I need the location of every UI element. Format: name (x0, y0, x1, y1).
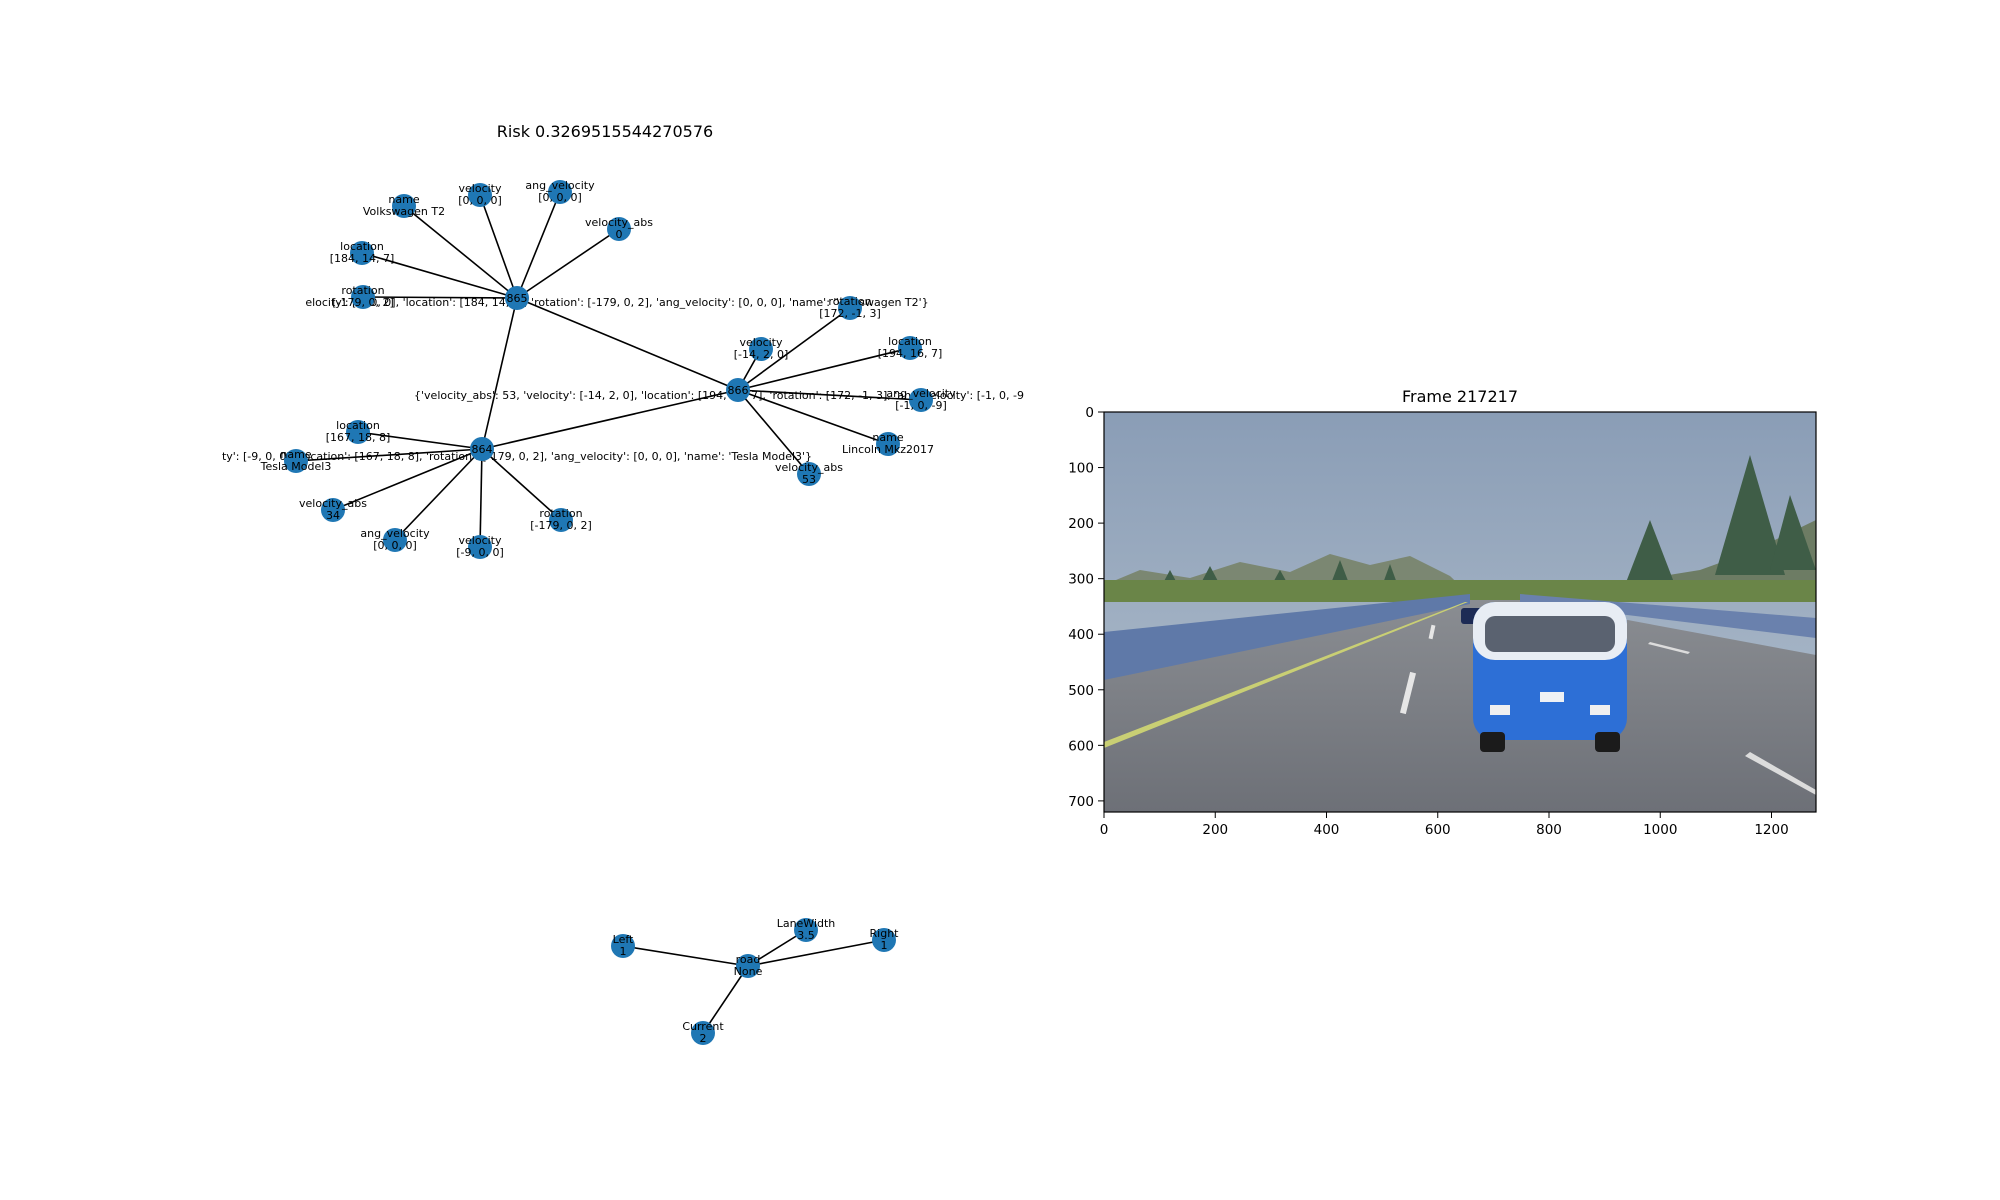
scene-graph-edge (361, 252, 518, 299)
scene-graph-node-label: 866 (728, 384, 749, 397)
frame-x-tick-label: 0 (1100, 822, 1109, 838)
scene-graph-node (321, 498, 345, 522)
road-graph-node (736, 954, 760, 978)
scene-graph-node (392, 194, 416, 218)
scene-graph-node (726, 378, 750, 402)
camera-image (1104, 412, 1816, 812)
scene-graph-edge (737, 389, 922, 401)
scene-graph-edge (737, 389, 810, 475)
scene-graph-node-label: location[167, 18, 8] (326, 419, 391, 444)
frame-x-tick-label: 400 (1314, 822, 1340, 838)
scene-graph-node (468, 535, 492, 559)
road-graph-edge (702, 965, 749, 1034)
scene-graph-edge (357, 431, 483, 450)
scene-graph-edge (362, 296, 518, 299)
scene-graph-node (749, 337, 773, 361)
scene-graph-edge (516, 228, 620, 299)
scene-graph-node (548, 180, 572, 204)
scene-graph-node (284, 449, 308, 473)
road-graph-edge (747, 939, 885, 967)
scene-graph-edge-label: {'velocity_abs': 53, 'velocity': [-14, 2… (414, 389, 1024, 402)
scene-graph-edge (481, 297, 518, 450)
scene-graph-edge (332, 448, 483, 511)
scene-graph-node (876, 432, 900, 456)
scene-graph-node (898, 336, 922, 360)
scene-graph-node (838, 296, 862, 320)
frame-title: Frame 217217 (1402, 387, 1518, 406)
scene-graph-node-label: velocity[0, 0, 0] (458, 182, 502, 207)
scene-graph-node (346, 420, 370, 444)
scene-graph-node (505, 286, 529, 310)
scene-graph-node (607, 217, 631, 241)
road-graph-node (794, 918, 818, 942)
risk-title: Risk 0.3269515544270576 (497, 122, 713, 141)
frame-y-tick-label: 300 (1068, 572, 1094, 588)
scene-graph-node-label: ang_velocity[-1, 0, -9] (886, 387, 956, 412)
scene-graph-node-label: location[184, 14, 7] (330, 240, 395, 265)
scene-graph-node (470, 437, 494, 461)
scene-graph-edge (481, 448, 562, 521)
road-graph-node (872, 928, 896, 952)
scene-graph-edge (737, 389, 889, 445)
scene-graph-node-label: 865 (507, 292, 528, 305)
frame-y-tick-label: 700 (1068, 794, 1094, 810)
scene-graph-edge (479, 194, 518, 299)
scene-graph-node-label: rotation[172, -1, 3] (819, 295, 881, 320)
scene-graph-node-label: rotation[-179, 0, 2] (530, 507, 592, 532)
frame-x-tick-label: 1000 (1643, 822, 1677, 838)
scene-graph-edge (479, 448, 483, 548)
frame-y-tick-label: 100 (1068, 461, 1094, 477)
scene-graph-node-label: velocity[-14, 2, 0] (734, 336, 789, 361)
frame-y-tick-label: 200 (1068, 516, 1094, 532)
frame-y-tick-label: 400 (1068, 627, 1094, 643)
scene-graph-node (468, 183, 492, 207)
scene-graph-edge (295, 448, 483, 462)
frame-y-tick-label: 500 (1068, 683, 1094, 699)
scene-graph-node (350, 241, 374, 265)
frame-y-tick-label: 600 (1068, 738, 1094, 754)
scene-graph-edge (394, 448, 483, 541)
scene-graph-node-label: 864 (472, 443, 493, 456)
road-graph-node (611, 934, 635, 958)
scene-graph-edge (737, 347, 911, 391)
frame-x-tick-label: 1200 (1754, 822, 1788, 838)
road-graph-node (691, 1021, 715, 1045)
scene-graph-node (909, 388, 933, 412)
frame-x-tick-label: 600 (1425, 822, 1451, 838)
scene-graph-node (383, 528, 407, 552)
scene-graph-edge (516, 297, 739, 391)
frame-y-tick-label: 0 (1085, 405, 1094, 421)
frame-x-tick-label: 800 (1536, 822, 1562, 838)
scene-graph-node-label: ang_velocity[0, 0, 0] (525, 179, 595, 204)
scene-graph-edge-label: ty': [-9, 0, 0], 'location': [167, 18, 8… (222, 450, 812, 463)
scene-graph-node (797, 462, 821, 486)
scene-graph-node-label: location[194, 16, 7] (878, 335, 943, 360)
scene-graph-edge-label: elocity': [0, 0, 0], 'location': [184, 1… (305, 296, 928, 309)
frame-x-tick-label: 200 (1202, 822, 1228, 838)
scene-graph-node (549, 508, 573, 532)
road-graph-edge (622, 945, 749, 967)
scene-graph-node (351, 285, 375, 309)
scene-graph-node-label: rotation[-179, 0, 2] (332, 284, 394, 309)
scene-graph-edge (403, 205, 518, 299)
scene-graph-edge (516, 191, 561, 299)
scene-graph-node-label: velocity[-9, 0, 0] (456, 534, 504, 559)
scene-graph-node-label: ang_velocity[0, 0, 0] (360, 527, 430, 552)
scene-graph-edge (737, 307, 851, 391)
scene-graph-edge (481, 389, 739, 450)
camera-frame-panel: Frame 217217 (1050, 380, 1830, 840)
